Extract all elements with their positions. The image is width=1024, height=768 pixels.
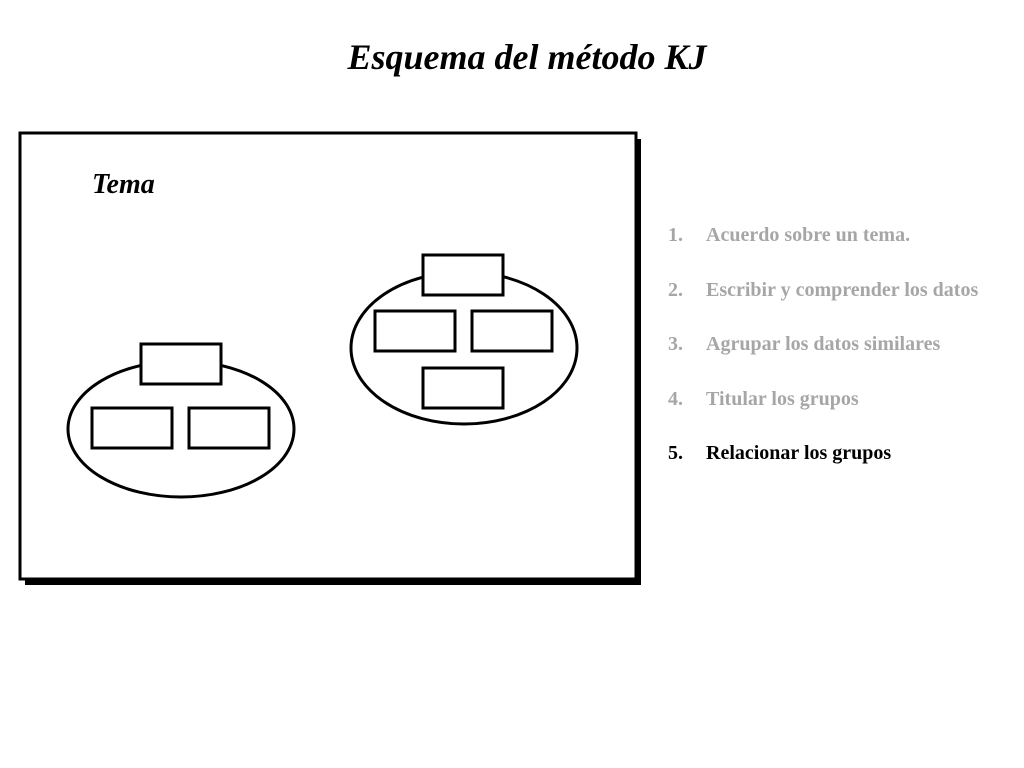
data-card — [470, 309, 554, 353]
step-number: 4. — [668, 387, 683, 410]
step-label: Relacionar los grupos — [706, 442, 892, 465]
step-item: 5. Relacionar los grupos — [668, 442, 978, 497]
step-label: Titular los grupos — [706, 387, 859, 410]
step-number: 1. — [668, 224, 683, 246]
data-card — [373, 309, 457, 353]
group-title-card — [421, 253, 505, 297]
step-label: Escribir y comprender los datos — [706, 278, 979, 301]
data-card — [187, 406, 271, 450]
data-card — [421, 366, 505, 410]
group-right — [349, 253, 579, 426]
step-number: 2. — [668, 278, 683, 301]
step-number: 5. — [668, 442, 683, 465]
data-card — [90, 406, 174, 450]
step-number: 3. — [668, 333, 683, 356]
step-item: 2. Escribir y comprender los datos — [668, 279, 978, 334]
step-item: 4. Titular los grupos — [668, 388, 978, 443]
step-item: 1. Acuerdo sobre un tema. — [668, 224, 978, 279]
group-left — [66, 342, 296, 499]
step-item: 3. Agrupar los datos similares — [668, 333, 978, 388]
step-label: Acuerdo sobre un tema. — [706, 224, 911, 246]
group-title-card — [139, 342, 223, 386]
step-label: Agrupar los datos similares — [706, 333, 941, 356]
steps-list: 1. Acuerdo sobre un tema. 2. Escribir y co… — [668, 224, 978, 497]
topic-label: Tema — [92, 169, 155, 200]
slide-title: Esquema del método KJ — [347, 37, 707, 77]
